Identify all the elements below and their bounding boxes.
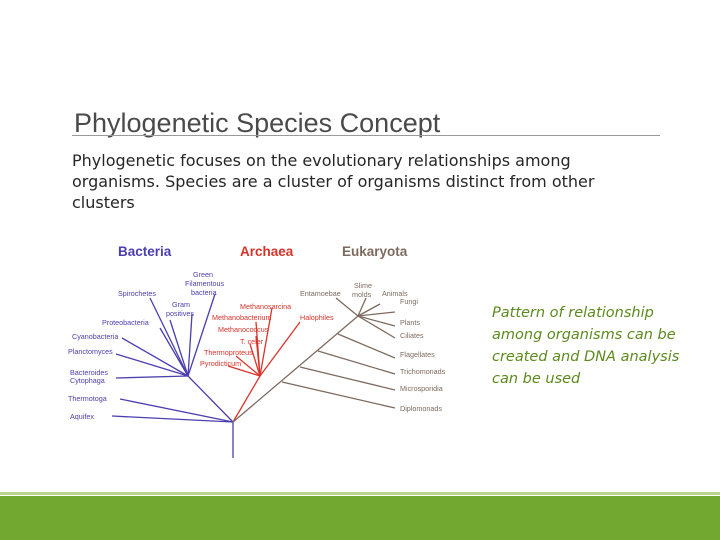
label-slime-molds-2: molds bbox=[352, 290, 372, 299]
label-gram-positives-2: positives bbox=[166, 309, 194, 318]
label-aquifex: Aquifex bbox=[70, 412, 94, 421]
label-methanococcus: Methanococcus bbox=[218, 325, 269, 334]
label-cyanobacteria: Cyanobacteria bbox=[72, 332, 118, 341]
label-methanobacterium: Methanobacterium bbox=[212, 313, 272, 322]
label-bacteroides: Bacteroides bbox=[70, 368, 108, 377]
label-entamoebae: Entamoebae bbox=[300, 289, 341, 298]
label-green-filamentous-2: Filamentous bbox=[185, 279, 225, 288]
label-planctomyces: Planctomyces bbox=[68, 347, 113, 356]
label-halophiles: Halophiles bbox=[300, 313, 334, 322]
label-spirochetes: Spirochetes bbox=[118, 289, 156, 298]
phylogenetic-tree-diagram: Bacteria Archaea Eukaryota bbox=[68, 244, 446, 458]
label-bacteroides-2: Cytophaga bbox=[70, 376, 105, 385]
label-pyrodicticum: Pyrodicticum bbox=[200, 359, 241, 368]
domain-eukaryota-label: Eukaryota bbox=[342, 244, 408, 259]
slide-body-text: Phylogenetic focuses on the evolutionary… bbox=[72, 151, 595, 212]
diagram-caption: Pattern of relationship among organisms … bbox=[492, 305, 680, 387]
slide-title: Phylogenetic Species Concept bbox=[74, 108, 441, 138]
label-green-filamentous: Green bbox=[193, 270, 213, 279]
label-proteobacteria: Proteobacteria bbox=[102, 318, 149, 327]
label-trichomonads: Trichomonads bbox=[400, 367, 446, 376]
label-thermoproteus: Thermoproteus bbox=[204, 348, 253, 357]
label-diplomonads: Diplomonads bbox=[400, 404, 442, 413]
label-ciliates: Ciliates bbox=[400, 331, 424, 340]
domain-archaea-label: Archaea bbox=[240, 244, 294, 259]
label-gram-positives: Gram bbox=[172, 300, 190, 309]
eukaryota-branches bbox=[232, 297, 396, 423]
title-underline bbox=[72, 135, 660, 136]
label-plants: Plants bbox=[400, 318, 420, 327]
label-fungi: Fungi bbox=[400, 297, 418, 306]
label-animals: Animals bbox=[382, 289, 408, 298]
label-flagellates: Flagellates bbox=[400, 350, 435, 359]
bacteria-branches bbox=[111, 293, 234, 458]
domain-bacteria-label: Bacteria bbox=[118, 244, 172, 259]
footer-accent-bar bbox=[0, 496, 720, 540]
footer-accent-line bbox=[0, 492, 720, 495]
label-microsporidia: Microsporidia bbox=[400, 384, 443, 393]
label-green-filamentous-3: bacteria bbox=[191, 288, 217, 297]
label-t-celer: T. celer bbox=[240, 337, 264, 346]
archaea-branches bbox=[227, 307, 301, 423]
label-methanosarcina: Methanosarcina bbox=[240, 302, 291, 311]
label-slime-molds: Slime bbox=[354, 281, 372, 290]
label-thermotoga: Thermotoga bbox=[68, 394, 107, 403]
